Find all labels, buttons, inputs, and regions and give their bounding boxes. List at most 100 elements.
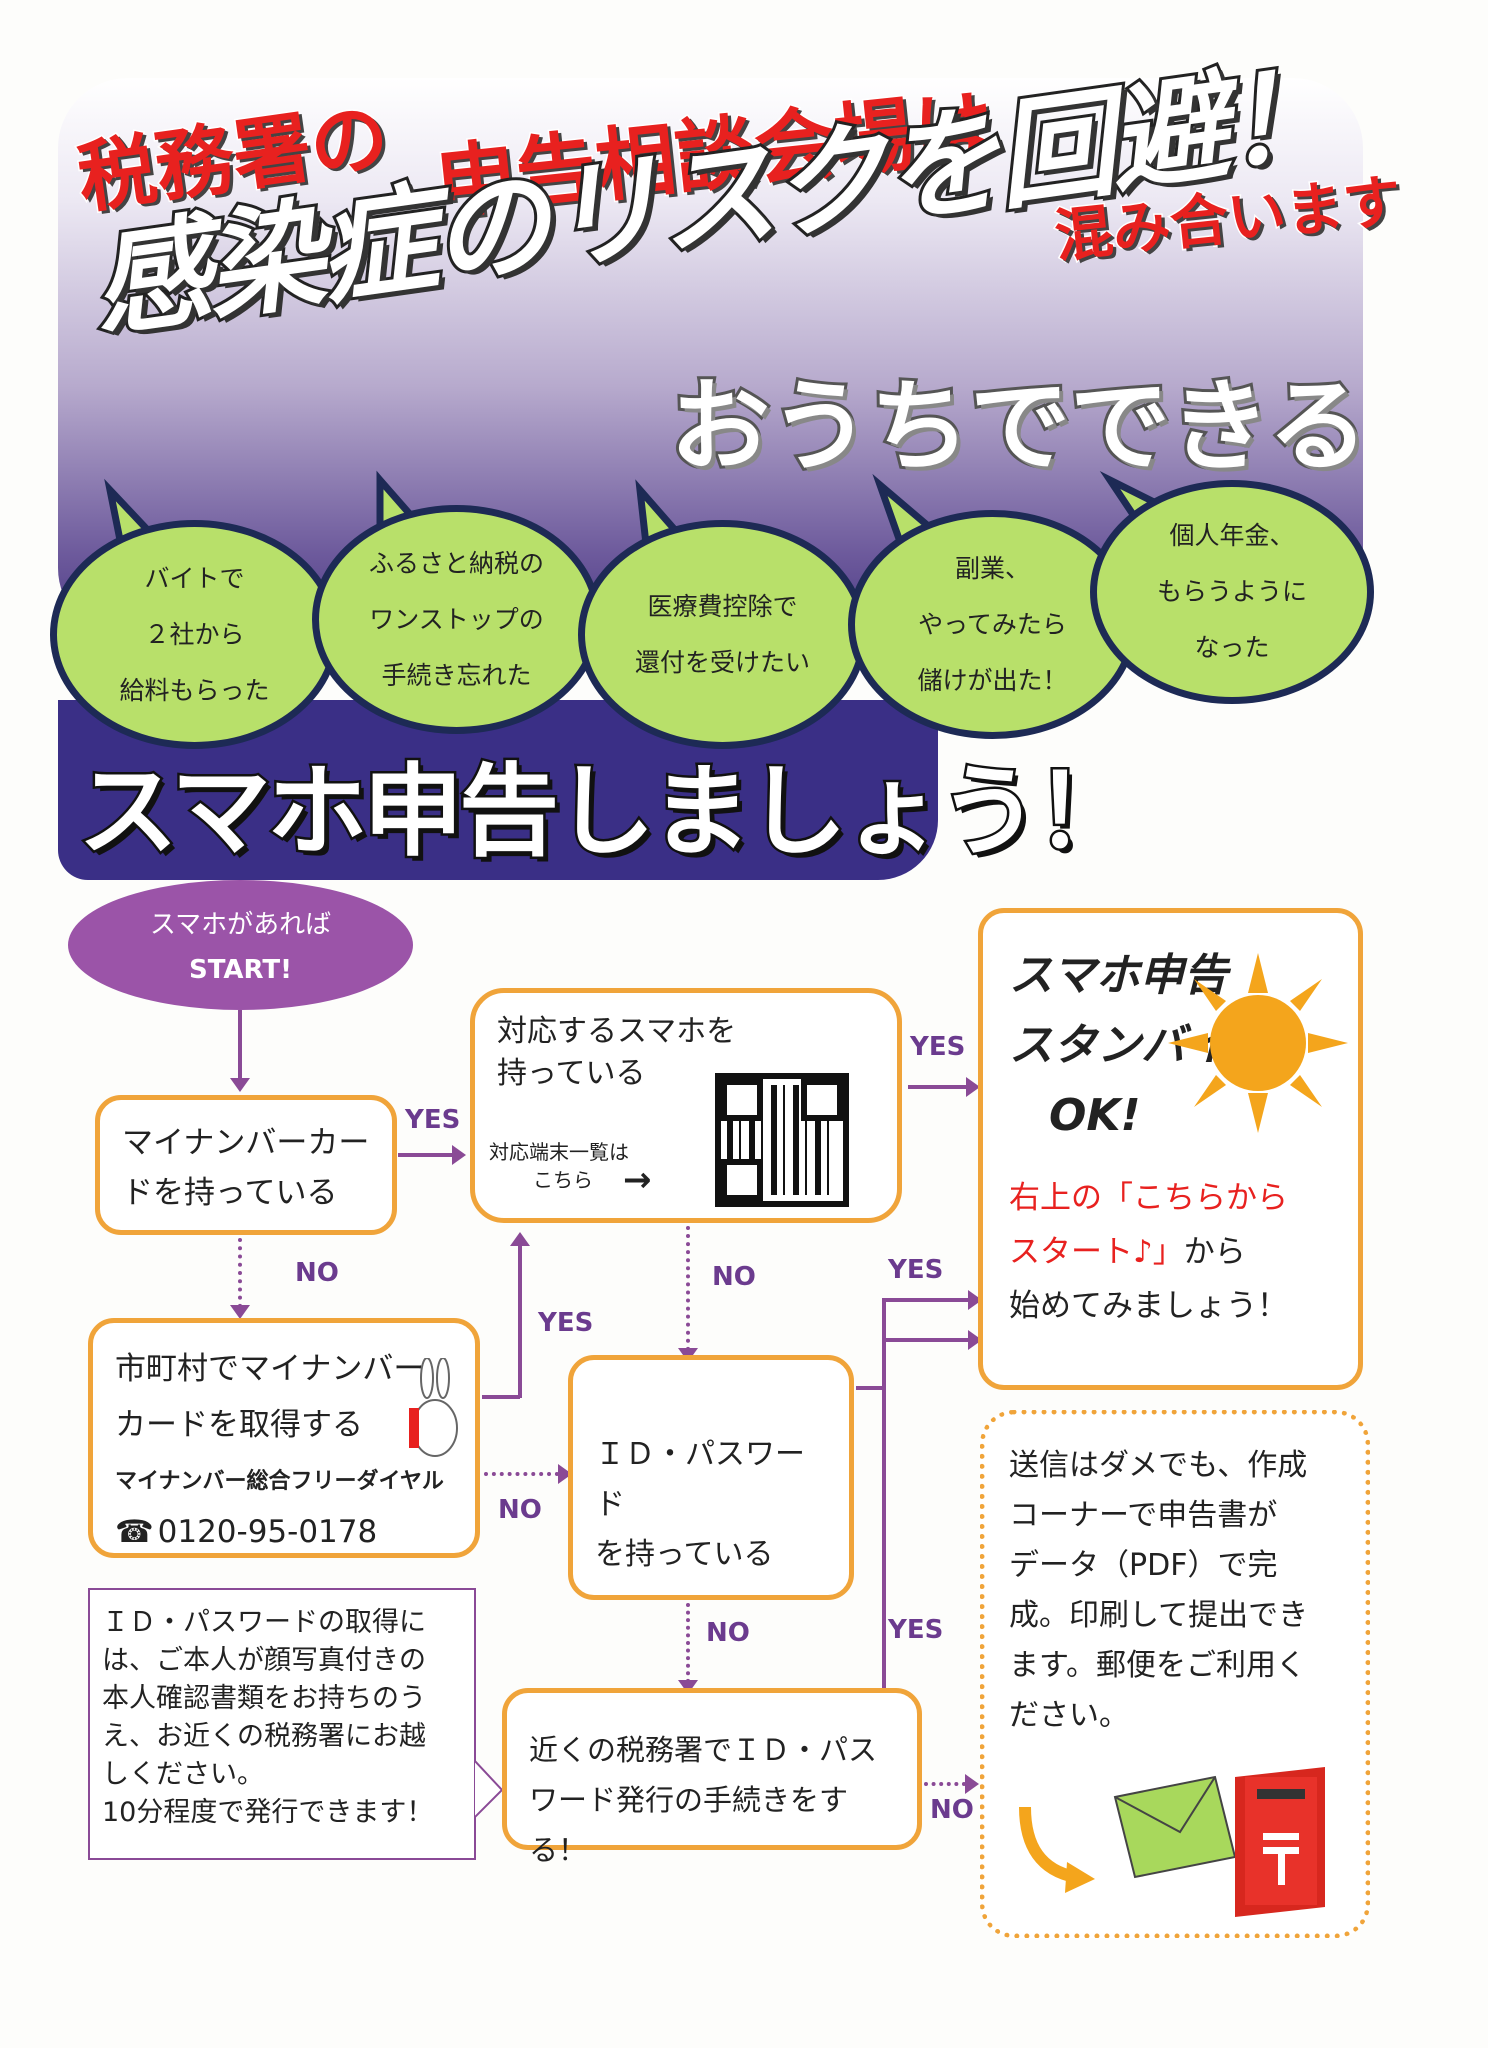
freedial-name: マイナンバー総合フリーダイヤル <box>115 1469 444 1494</box>
id-password-note: ＩＤ・パスワードの取得に は、ご本人が顔写真付きの 本人確認書類をお持ちのう え… <box>88 1588 476 1860</box>
bubble-pension: 個人年金、 もらうように なった <box>1090 480 1374 704</box>
pdf-note: 送信はダメでも、作成 コーナーで申告書が データ（PDF）で完 成。印刷して提出… <box>980 1410 1370 1938</box>
node-text: 対応するスマホを <box>497 1014 737 1049</box>
standby-instruction-red: スタート♪」 <box>1009 1234 1184 1270</box>
label-no: NO <box>706 1618 750 1648</box>
label-no: NO <box>498 1495 542 1525</box>
rabbit-mascot-icon <box>409 1358 458 1457</box>
bubble-text: ２社から <box>144 619 245 649</box>
connector <box>882 1298 970 1302</box>
header-title-at-home: おうちでできる <box>667 365 1371 488</box>
connector-dotted <box>484 1472 559 1476</box>
node-text: を持っている <box>595 1537 774 1572</box>
note-text: しください。 <box>102 1759 264 1790</box>
pdf-note-text: ださい。 <box>1009 1698 1129 1733</box>
bubble-side-job: 副業、 やってみたら 儲けが出た！ <box>848 510 1137 739</box>
connector <box>238 1010 242 1080</box>
connector-dotted <box>924 1782 966 1786</box>
connector <box>518 1245 522 1398</box>
start-label: START! <box>188 955 292 985</box>
freedial-number[interactable]: 0120-95-0178 <box>157 1514 378 1550</box>
bubble-medical: 医療費控除で 還付を受けたい <box>578 520 867 749</box>
arrow-up-icon <box>510 1232 530 1246</box>
bubble-text: ワンストップの <box>369 604 544 634</box>
node-text: カードを取得する <box>115 1407 363 1443</box>
bubble-text: 給料もらった <box>119 675 270 705</box>
node-text: ＩＤ・パスワード <box>595 1437 805 1522</box>
pdf-note-text: ます。郵便をご利用く <box>1009 1648 1306 1683</box>
device-list-label: こちら <box>533 1168 593 1192</box>
label-yes: YES <box>910 1032 966 1062</box>
note-text: は、ご本人が顔写真付きの <box>102 1645 426 1676</box>
pdf-note-text: データ（PDF）で完 <box>1009 1548 1278 1583</box>
connector <box>482 1395 520 1399</box>
note-text: え、お近くの税務署にお越 <box>102 1721 426 1752</box>
cta-heading: スマホ申告しましょう！ <box>76 751 1138 873</box>
pdf-note-text: 成。印刷して提出でき <box>1009 1598 1309 1633</box>
note-text: 10分程度で発行できます！ <box>102 1797 434 1828</box>
bubble-text: 個人年金、 <box>1169 521 1295 550</box>
node-text: 市町村でマイナンバー <box>115 1351 425 1387</box>
bubble-text: 儲けが出た！ <box>917 665 1068 695</box>
envelope-icon <box>1113 1775 1237 1879</box>
node-smartphone: 対応するスマホを 持っている 対応端末一覧は こちら → <box>470 988 902 1223</box>
start-text: スマホがあれば <box>149 910 332 940</box>
bubble-text: 還付を受けたい <box>634 647 810 677</box>
node-standby-ok: スマホ申告 スタンバイ OK! 右上の「こちらから スタート♪」から 始めてみま… <box>978 908 1363 1390</box>
node-text: ドを持っている <box>122 1175 338 1211</box>
bubble-text: 副業、 <box>954 553 1030 583</box>
node-text: 近くの税務署でＩＤ・パス <box>529 1733 878 1767</box>
note-pointer <box>474 1760 504 1820</box>
bubble-text: 手続き忘れた <box>381 660 532 690</box>
bubble-part-time: バイトで ２社から 給料もらった <box>50 520 339 749</box>
label-yes: YES <box>538 1308 594 1338</box>
connector <box>882 1298 886 1758</box>
label-no: NO <box>930 1795 974 1825</box>
arrow-right-icon <box>966 1077 980 1097</box>
node-text: マイナンバーカー <box>122 1125 370 1161</box>
start-node: スマホがあれば START! <box>68 880 413 1010</box>
node-mynumber-card: マイナンバーカー ドを持っている <box>95 1095 397 1235</box>
node-text: ワード発行の手続きをする！ <box>529 1783 849 1867</box>
bubble-furusato: ふるさと納税の ワンストップの 手続き忘れた <box>312 505 601 734</box>
connector-dotted <box>686 1226 690 1351</box>
bubble-text: 医療費控除で <box>647 591 798 621</box>
arrow-right-icon <box>452 1145 466 1165</box>
standby-title: スマホ申告 <box>1009 950 1228 1001</box>
bubble-text: ふるさと納税の <box>368 548 544 578</box>
bubble-text: バイトで <box>144 563 245 593</box>
connector <box>908 1085 968 1089</box>
standby-ok: OK! <box>1049 1090 1141 1141</box>
connector <box>856 1386 884 1390</box>
standby-instruction: から <box>1183 1234 1246 1270</box>
sun-icon <box>1168 953 1348 1133</box>
pdf-note-text: 送信はダメでも、作成 <box>1009 1448 1308 1483</box>
standby-instruction-red: 右上の「こちらから <box>1009 1180 1288 1216</box>
label-yes: YES <box>888 1255 944 1285</box>
node-id-password: ＩＤ・パスワード を持っている <box>568 1355 854 1600</box>
arrow-right-icon: → <box>623 1160 652 1200</box>
pdf-note-text: コーナーで申告書が <box>1009 1498 1278 1533</box>
connector-dotted <box>686 1603 690 1683</box>
bubble-text: もらうように <box>1156 577 1307 606</box>
mail-illustration <box>1019 1767 1325 1917</box>
device-list-label: 対応端末一覧は <box>489 1140 629 1164</box>
arrow-right-icon <box>965 1774 979 1794</box>
connector <box>882 1338 970 1342</box>
label-no: NO <box>295 1258 339 1288</box>
note-text: 本人確認書類をお持ちのう <box>102 1683 426 1714</box>
arrow-down-icon <box>230 1305 250 1319</box>
label-yes: YES <box>888 1615 944 1645</box>
connector-dotted <box>238 1238 242 1308</box>
bubble-text: なった <box>1194 633 1270 662</box>
bubble-text: やってみたら <box>918 609 1067 639</box>
mailbox-icon <box>1235 1767 1325 1917</box>
qr-code[interactable] <box>715 1073 849 1207</box>
note-text: ＩＤ・パスワードの取得に <box>102 1607 426 1638</box>
node-text: 持っている <box>497 1056 646 1091</box>
connector <box>398 1153 453 1157</box>
label-no: NO <box>712 1262 756 1292</box>
label-yes: YES <box>405 1105 461 1135</box>
node-obtain-card: 市町村でマイナンバー カードを取得する マイナンバー総合フリーダイヤル ☎ 01… <box>88 1318 480 1558</box>
phone-icon: ☎ <box>115 1514 154 1550</box>
